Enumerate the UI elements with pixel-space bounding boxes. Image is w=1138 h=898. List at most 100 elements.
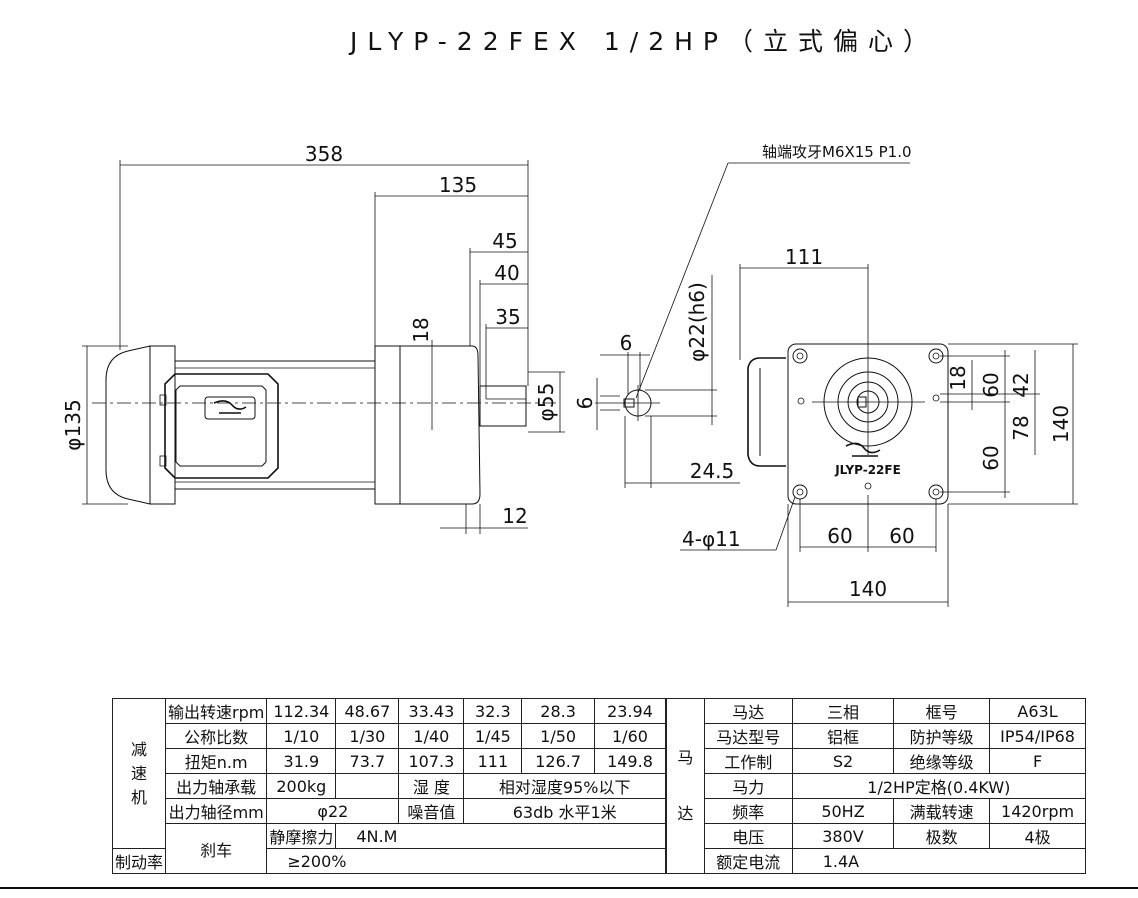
table-cell: 绝缘等级 bbox=[893, 748, 991, 774]
table-cell: 32.3 bbox=[463, 698, 523, 724]
dim-key-width: 6 bbox=[620, 331, 633, 355]
table-cell: 工作制 bbox=[703, 748, 793, 774]
table-cell: F bbox=[989, 748, 1086, 774]
dim-35: 35 bbox=[495, 305, 520, 329]
row-load-label: 出力轴承载 bbox=[165, 773, 268, 799]
front-view: JLYP-22FE 111 18 60 42 78 60 140 60 60 1… bbox=[680, 245, 1078, 607]
dim-140-horizontal: 140 bbox=[849, 577, 887, 601]
thread-callout: 轴端攻牙M6X15 P1.0 bbox=[762, 143, 912, 161]
table-cell: IP54/IP68 bbox=[989, 723, 1086, 749]
table-cell: 马达 bbox=[703, 698, 793, 724]
table-cell: 1/2HP定格(0.4KW) bbox=[791, 773, 1087, 799]
dim-24-5: 24.5 bbox=[690, 459, 735, 483]
group-reducer: 减速机 bbox=[111, 698, 167, 849]
table-cell: 111 bbox=[463, 748, 523, 774]
table-cell: 380V bbox=[791, 823, 895, 849]
dim-45: 45 bbox=[492, 229, 517, 253]
dim-358: 358 bbox=[305, 142, 343, 166]
output-shaft bbox=[479, 385, 527, 427]
dim-18-front: 18 bbox=[946, 365, 970, 390]
table-cell: 框号 bbox=[893, 698, 991, 724]
bottom-rule bbox=[0, 887, 1138, 889]
dim-18: 18 bbox=[409, 317, 433, 342]
terminal-box bbox=[164, 373, 279, 479]
model-label: JLYP-22FE bbox=[834, 463, 901, 477]
table-cell: 额定电流 bbox=[703, 848, 793, 874]
table-cell: ≥200% bbox=[266, 848, 666, 874]
table-cell: 频率 bbox=[703, 798, 793, 824]
group-brake: 刹车 bbox=[165, 823, 268, 874]
table-cell: 1/30 bbox=[335, 723, 400, 749]
dim-60-upper: 60 bbox=[979, 372, 1003, 397]
dim-111: 111 bbox=[785, 245, 823, 269]
table-cell: 48.67 bbox=[335, 698, 400, 724]
dim-40: 40 bbox=[494, 261, 519, 285]
table-cell: 112.34 bbox=[266, 698, 337, 724]
table-cell: 1/10 bbox=[266, 723, 337, 749]
dim-phi135: φ135 bbox=[61, 399, 85, 450]
side-view: 358 135 45 40 35 18 φ55 φ135 12 bbox=[61, 142, 565, 534]
table-cell: 33.43 bbox=[398, 698, 465, 724]
table-cell: 马力 bbox=[703, 773, 793, 799]
table-cell: 50HZ bbox=[791, 798, 895, 824]
table-cell: 107.3 bbox=[398, 748, 465, 774]
row-output-speed-label: 输出转速rpm bbox=[165, 698, 268, 724]
brand-logo-icon bbox=[845, 442, 881, 457]
reducer-spec-table: 减速机 输出转速rpm 112.34 48.67 33.43 32.3 28.3… bbox=[111, 698, 667, 874]
table-cell: 63db 水平1米 bbox=[463, 798, 666, 824]
table-cell: 铝框 bbox=[791, 723, 895, 749]
hole-callout: 4-φ11 bbox=[682, 527, 741, 551]
row-shaft-label: 出力轴径mm bbox=[165, 798, 268, 824]
table-cell: 31.9 bbox=[266, 748, 337, 774]
table-cell: 200kg bbox=[266, 773, 337, 799]
drawing-title: JLYP-22FEX 1/2HP（立式偏心） bbox=[350, 27, 938, 56]
table-cell: 1/45 bbox=[463, 723, 523, 749]
brand-logo-icon bbox=[204, 396, 256, 420]
group-motor: 马 达 bbox=[666, 698, 705, 874]
dim-phi55: φ55 bbox=[534, 383, 558, 422]
dim-60-right: 60 bbox=[889, 524, 914, 548]
table-cell: 马达型号 bbox=[703, 723, 793, 749]
dim-135: 135 bbox=[439, 173, 477, 197]
table-cell: 1.4A bbox=[791, 848, 1087, 874]
table-cell: S2 bbox=[791, 748, 895, 774]
table-cell: 湿 度 bbox=[398, 773, 465, 799]
motor-rear-cap bbox=[105, 345, 151, 505]
row-torque-label: 扭矩n.m bbox=[165, 748, 268, 774]
table-cell: 149.8 bbox=[593, 748, 667, 774]
table-cell: 满载转速 bbox=[893, 798, 991, 824]
table-cell: 三相 bbox=[791, 698, 895, 724]
dim-key-depth: 6 bbox=[573, 397, 597, 410]
table-cell: 极数 bbox=[893, 823, 991, 849]
dim-78: 78 bbox=[1009, 415, 1033, 440]
motor-spec-table: 马 达 马达 三相 框号 A63L 马达型号 铝框 防护等级 IP54/IP68… bbox=[666, 698, 1087, 874]
table-cell: 1/50 bbox=[521, 723, 595, 749]
table-cell: 相对湿度95%以下 bbox=[463, 773, 666, 799]
table-cell: 噪音值 bbox=[398, 798, 465, 824]
table-cell: 1420rpm bbox=[989, 798, 1086, 824]
table-cell: 静摩擦力 bbox=[266, 823, 337, 849]
gearbox-body bbox=[399, 345, 481, 505]
motor-end-ring bbox=[149, 345, 176, 505]
table-cell: 126.7 bbox=[521, 748, 595, 774]
dim-60-lower: 60 bbox=[979, 445, 1003, 470]
table-cell: 28.3 bbox=[521, 698, 595, 724]
table-cell: A63L bbox=[989, 698, 1086, 724]
table-cell: 电压 bbox=[703, 823, 793, 849]
table-cell: 4N.M bbox=[335, 823, 666, 849]
table-cell: 防护等级 bbox=[893, 723, 991, 749]
gearbox-flange bbox=[374, 345, 401, 505]
shaft-end-view: 6 6 φ22(h6) 24.5 轴端攻牙M6X15 P1.0 bbox=[573, 143, 912, 488]
dim-60-left: 60 bbox=[827, 524, 852, 548]
row-ratio-label: 公称比数 bbox=[165, 723, 268, 749]
table-cell: 4极 bbox=[989, 823, 1086, 849]
table-cell: 1/60 bbox=[593, 723, 667, 749]
technical-drawing: 358 135 45 40 35 18 φ55 φ135 12 bbox=[61, 142, 1078, 607]
table-cell: φ22 bbox=[266, 798, 400, 824]
table-cell: 1/40 bbox=[398, 723, 465, 749]
terminal-box-side bbox=[747, 357, 786, 467]
table-cell: 73.7 bbox=[335, 748, 400, 774]
table-cell bbox=[335, 773, 400, 799]
table-cell: 制动率 bbox=[111, 848, 167, 874]
table-cell: 23.94 bbox=[593, 698, 667, 724]
